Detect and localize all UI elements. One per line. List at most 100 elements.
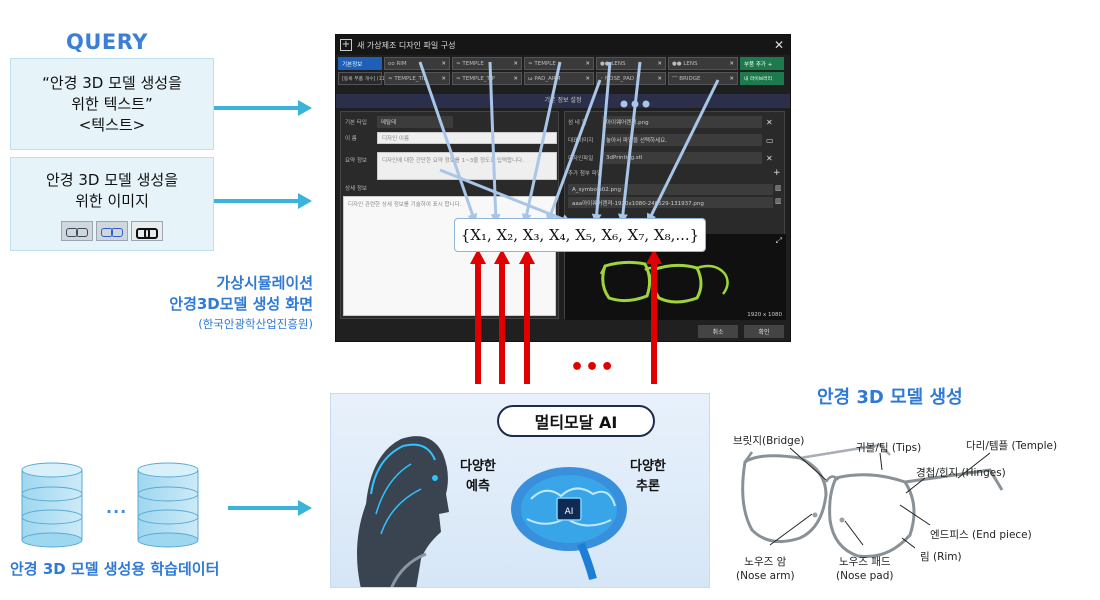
diverse-inference-text: 다양한 추론 [630, 457, 666, 497]
rep-image-label: 대표이미지 [568, 138, 594, 144]
multimodal-ai-pill: 멀티모달 AI [497, 405, 655, 437]
name-row: 이 름 디자인 이름 [345, 132, 557, 144]
part-label-bridge: 브릿지(Bridge) [733, 435, 805, 447]
tab-close-icon[interactable]: ✕ [441, 75, 446, 82]
nose-arm-en: (Nose arm) [736, 570, 795, 582]
text-query-box: “안경 3D 모델 생성을 위한 텍스트” <텍스트> [10, 58, 214, 150]
nose-arm-ko: 노우즈 암 [744, 556, 787, 568]
detail-label: 상세 정보 [345, 186, 367, 192]
tab-label: TEMPLE [462, 60, 484, 67]
tip-icon: ≈ [456, 75, 463, 82]
attach-file-2[interactable]: aaa아이웨어렌져-1920x1080-240529-131937.png [568, 197, 773, 208]
tab-label: RIM [396, 60, 407, 67]
tab-temple-tip-1[interactable]: ≈ TEMPLE_TIP✕ [384, 72, 450, 85]
trash-icon[interactable]: ▥ [775, 184, 782, 192]
tab-temple-tip-2[interactable]: ≈ TEMPLE_TIP✕ [452, 72, 522, 85]
tab-lens-2[interactable]: ●● LENS✕ [668, 57, 738, 70]
lens-icon: ●● [600, 60, 612, 67]
confirm-button[interactable]: 확인 [744, 325, 784, 338]
image-query-box: 안경 3D 모델 생성을 위한 이미지 [10, 157, 214, 251]
brain-icon: AI [511, 467, 627, 581]
text-query-line1: “안경 3D 모델 생성을 [42, 73, 182, 92]
tab-close-icon[interactable]: ✕ [441, 60, 446, 67]
tab-label: PAD_ARM [534, 75, 561, 82]
design-file[interactable]: 3dPrinting.stl [602, 152, 762, 164]
part-label-end-piece: 엔드피스 (End piece) [930, 529, 1032, 541]
bridge-icon: ⌒ [672, 76, 680, 83]
glasses-thumbnail-blue [96, 221, 128, 241]
query-arrows [214, 100, 312, 516]
part-label-nose-arm: 노우즈 암 (Nose arm) [736, 555, 795, 583]
tab-label: NOSE_PAD [605, 75, 635, 82]
nose-pad-en: (Nose pad) [836, 570, 894, 582]
tab-basic-info[interactable]: 기본정보 [338, 57, 382, 70]
glasses-thumbnail-black [131, 221, 163, 241]
simulation-caption: 가상시뮬레이션 안경3D모델 생성 화면 (한국안광학산업진흥원) [140, 273, 313, 333]
tab-nose-pad[interactable]: ◦ NOSE_PAD✕ [596, 72, 666, 85]
rep-image-file[interactable]: 놓아서 파일을 선택하세요. [602, 134, 762, 146]
cancel-button[interactable]: 취소 [698, 325, 738, 338]
part-label-temple: 다리/템플 (Temple) [966, 440, 1058, 452]
temple-icon: ≈ [528, 60, 535, 67]
tab-close-icon[interactable]: ✕ [729, 60, 734, 67]
panel-dots [620, 100, 650, 108]
tab-close-icon[interactable]: ✕ [729, 75, 734, 82]
temple-icon: ≈ [456, 60, 463, 67]
thumbnail-file[interactable]: 아이웨어렌져.png [602, 116, 762, 128]
panel-title: 기본 정보 설정 [336, 94, 790, 108]
simulation-caption-line1: 가상시뮬레이션 [216, 274, 313, 292]
tab-close-icon[interactable]: ✕ [585, 75, 590, 82]
expand-icon[interactable]: ⤢ [775, 236, 782, 245]
tab-label: LENS [611, 60, 626, 67]
tab-bridge[interactable]: ⌒ BRIDGE✕ [668, 72, 738, 85]
pad-arm-icon: ω [528, 75, 535, 82]
result-title: 안경 3D 모델 생성 [817, 387, 963, 408]
image-query-line2: 위한 이미지 [75, 192, 149, 210]
token-sequence: {X₁, X₂, X₃, X₄, X₅, X₆, X₇, X₈,...} [454, 218, 706, 252]
ai-chip-label: AI [565, 507, 574, 517]
type-select[interactable]: 메탈테 [377, 116, 453, 128]
training-data-arrowhead [298, 500, 312, 516]
lens-icon: ●● [672, 60, 684, 67]
image-query-line1: 안경 3D 모델 생성을 [46, 171, 178, 189]
tab-close-icon[interactable]: ✕ [657, 75, 662, 82]
window-close-icon[interactable]: ✕ [773, 38, 784, 52]
tab-temple-1[interactable]: ≈ TEMPLE ✕ [452, 57, 522, 70]
summary-label: 요약 정보 [345, 158, 367, 164]
attach-add-icon[interactable]: + [773, 168, 781, 178]
database-ellipsis-text: ... [106, 498, 128, 517]
thumbnail-clear-icon[interactable]: ✕ [766, 117, 773, 127]
part-label-rim: 림 (Rim) [920, 551, 962, 563]
tab-close-icon[interactable]: ✕ [513, 60, 518, 67]
my-library-button[interactable]: 내 라이브러리 [740, 72, 784, 85]
add-part-label: 부품 추가 + [744, 61, 773, 68]
name-input[interactable]: 디자인 이름 [377, 132, 557, 144]
tab-rim[interactable]: oo RIM✕ [384, 57, 450, 70]
trash-icon[interactable]: ▥ [775, 197, 782, 205]
diverse-prediction-text: 다양한 예측 [460, 457, 496, 497]
text-query-line3: <텍스트> [78, 115, 146, 134]
folder-icon[interactable]: ▭ [766, 135, 774, 145]
design-file-clear-icon[interactable]: ✕ [766, 153, 773, 163]
ai-illustration: AI [357, 436, 627, 587]
image-resolution: 1920 x 1080 [747, 312, 782, 318]
add-part-button[interactable]: 부품 추가 + [740, 57, 784, 70]
tab-label: TEMPLE_TIP [394, 75, 427, 82]
type-row: 기본 타입 메탈테 [345, 116, 453, 128]
part-leader-lines [769, 447, 991, 549]
tab-close-icon[interactable]: ✕ [585, 60, 590, 67]
database-icon [21, 462, 83, 548]
tab-lens-1[interactable]: ●● LENS ✕ [596, 57, 666, 70]
tab-close-icon[interactable]: ✕ [657, 60, 662, 67]
query-title: QUERY [66, 30, 148, 54]
window-titlebar: + 새 가상제조 디자인 파일 구성 ✕ [336, 35, 790, 55]
tab-close-icon[interactable]: ✕ [513, 75, 518, 82]
window-title: 새 가상제조 디자인 파일 구성 [357, 40, 456, 50]
text-query-arrowhead [298, 100, 312, 116]
diverse-prediction-line1: 다양한 [460, 459, 496, 474]
simulation-caption-line3: (한국안광학산업진흥원) [198, 317, 313, 331]
my-library-label: 내 라이브러리 [744, 77, 773, 82]
attach-file-1[interactable]: A_symbole02.png [568, 184, 773, 195]
detail-input[interactable]: 디자인 관련한 상세 정보를 기술하여 표시 합니다. [343, 196, 556, 316]
add-window-icon: + [340, 39, 352, 51]
